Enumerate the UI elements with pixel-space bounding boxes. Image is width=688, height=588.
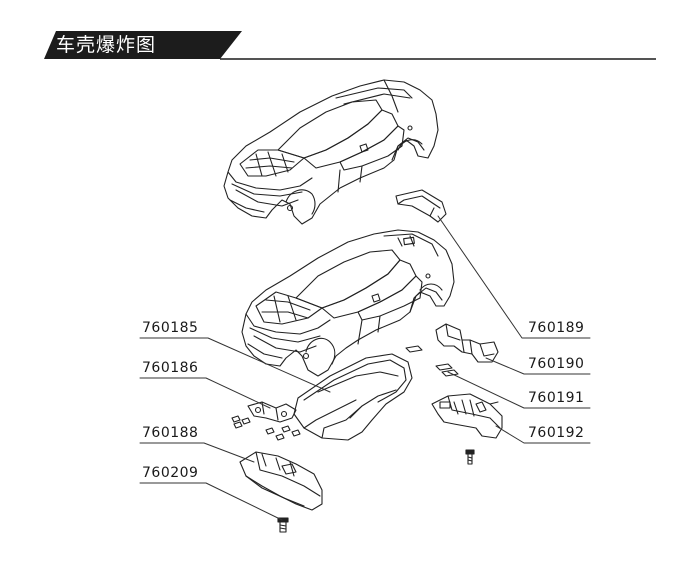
label-760188: 760188 <box>142 425 199 441</box>
page-title: 车壳爆炸图 <box>56 34 157 56</box>
part-760191-pins <box>405 345 459 377</box>
label-760191: 760191 <box>528 390 585 406</box>
car-body-shell <box>241 229 455 377</box>
title-banner-shape <box>44 31 656 60</box>
part-760189-spoiler <box>395 189 447 223</box>
part-760185-window <box>293 353 413 441</box>
label-760209: 760209 <box>142 465 199 481</box>
part-760190-clips <box>435 323 499 363</box>
title-banner <box>44 30 656 60</box>
label-760189: 760189 <box>528 320 585 336</box>
label-760192: 760192 <box>528 425 585 441</box>
label-760190: 760190 <box>528 356 585 372</box>
car-body-assembled <box>223 79 439 225</box>
part-760186-bumper-mount <box>231 401 301 441</box>
part-760192-rear-bumper <box>431 393 503 439</box>
label-760185: 760185 <box>142 320 199 336</box>
label-760186: 760186 <box>142 360 199 376</box>
leader-lines <box>139 215 591 521</box>
screw-rear <box>465 449 475 465</box>
screw-front <box>277 517 289 533</box>
part-760188-front-bumper <box>239 451 323 511</box>
